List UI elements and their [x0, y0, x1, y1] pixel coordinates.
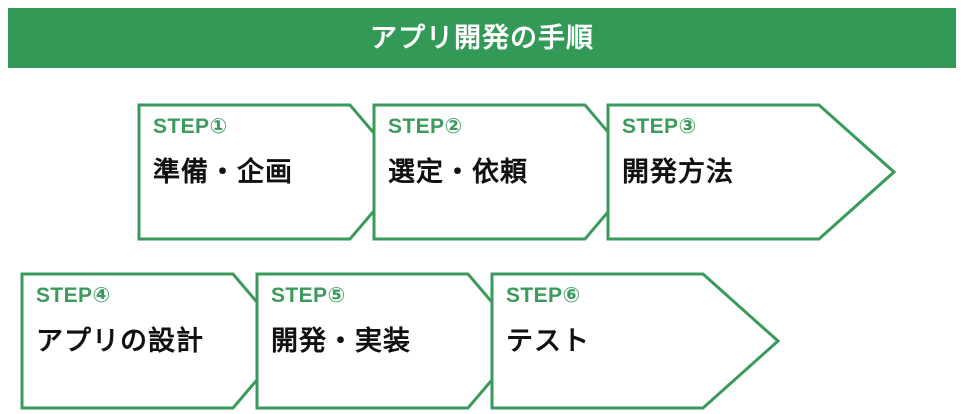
step-text-6: STEP⑥ テスト — [506, 272, 721, 410]
step-label-6: STEP⑥ — [506, 284, 581, 307]
step-title-4: アプリの設計 — [36, 326, 204, 356]
step-title-5: 開発・実装 — [271, 326, 411, 356]
step-label-3: STEP③ — [622, 115, 697, 138]
step-card-2[interactable]: STEP② 選定・依頼 — [372, 103, 644, 241]
step-label-2: STEP② — [388, 115, 463, 138]
chevron-shape-icon — [490, 272, 780, 410]
step-title-3: 開発方法 — [622, 157, 734, 187]
chevron-shape-icon — [606, 103, 896, 241]
step-text-4: STEP④ アプリの設計 — [36, 272, 251, 410]
step-title-6: テスト — [506, 326, 590, 356]
step-text-2: STEP② 選定・依頼 — [388, 103, 603, 241]
step-text-1: STEP① 準備・企画 — [153, 103, 368, 241]
step-label-4: STEP④ — [36, 284, 111, 307]
flow-row-2: STEP④ アプリの設計 STEP⑤ 開発・実装 STEP⑥ テスト — [0, 272, 964, 414]
step-card-3[interactable]: STEP③ 開発方法 — [606, 103, 896, 241]
step-card-5[interactable]: STEP⑤ 開発・実装 — [255, 272, 527, 410]
step-label-1: STEP① — [153, 115, 228, 138]
flow-row-1: STEP① 準備・企画 STEP② 選定・依頼 STEP③ 開発方法 — [0, 103, 964, 245]
header-banner: アプリ開発の手順 — [8, 8, 956, 68]
step-card-1[interactable]: STEP① 準備・企画 — [137, 103, 409, 241]
page-title: アプリ開発の手順 — [370, 22, 594, 53]
step-text-3: STEP③ 開発方法 — [622, 103, 837, 241]
step-label-5: STEP⑤ — [271, 284, 346, 307]
step-text-5: STEP⑤ 開発・実装 — [271, 272, 486, 410]
step-card-6[interactable]: STEP⑥ テスト — [490, 272, 780, 410]
step-title-2: 選定・依頼 — [388, 157, 528, 187]
step-card-4[interactable]: STEP④ アプリの設計 — [20, 272, 292, 410]
step-title-1: 準備・企画 — [153, 157, 293, 187]
